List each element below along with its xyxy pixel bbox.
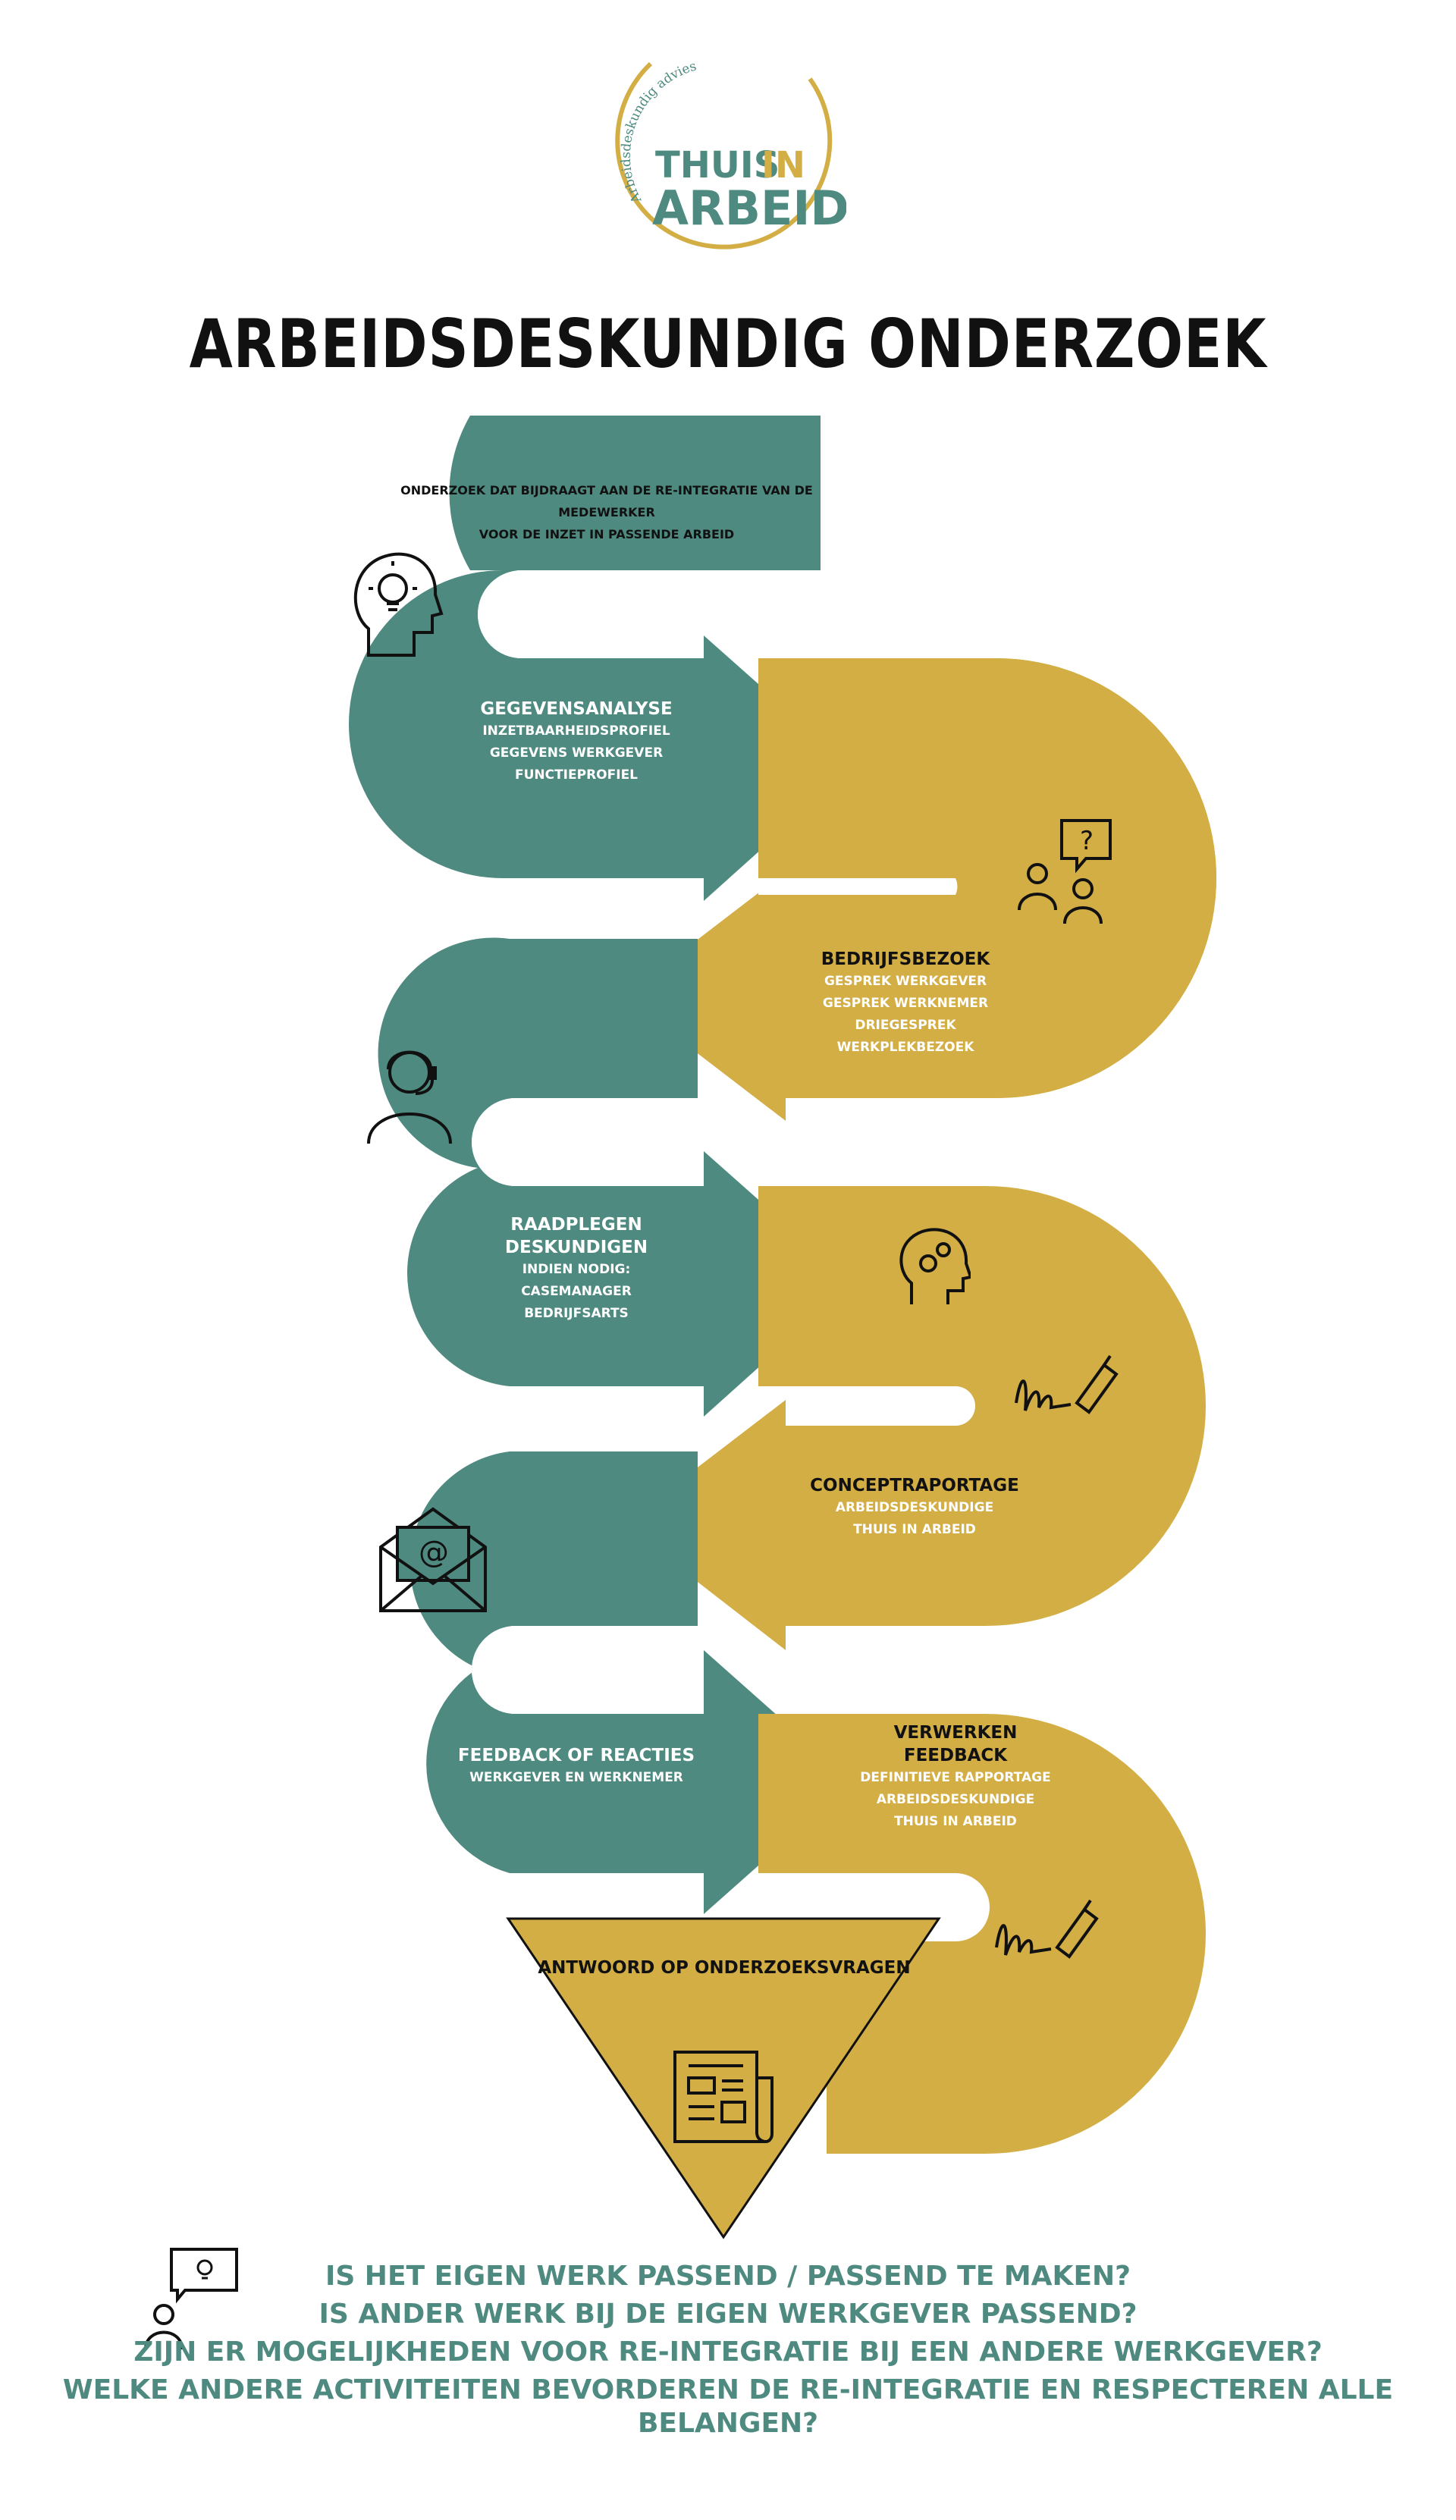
flow-band-4 — [623, 1186, 1206, 1650]
step-item: ARBEIDSDESKUNDIGE — [835, 1500, 994, 1515]
step-heading: ANTWOORD OP ONDERZOEKSVRAGEN — [538, 1958, 911, 1978]
person-idea-icon — [144, 2248, 238, 2350]
step-heading: FEEDBACK OF REACTIES — [457, 1746, 695, 1765]
logo-word-arbeid: ARBEID — [652, 180, 846, 236]
step-heading: RAADPLEGEN DESKUNDIGEN — [504, 1215, 648, 1257]
step-raadplegen: RAADPLEGEN DESKUNDIGEN INDIEN NODIG: CAS… — [455, 1213, 698, 1325]
question-4: WELKE ANDERE ACTIVITEITEN BEVORDEREN DE … — [62, 2374, 1394, 2439]
question-2: IS ANDER WERK BIJ DE EIGEN WERKGEVER PAS… — [318, 2299, 1138, 2330]
svg-text:@: @ — [419, 1535, 449, 1570]
step-heading: GEGEVENSANALYSE — [480, 699, 673, 719]
step-item: GESPREK WERKNEMER — [822, 996, 989, 1011]
step-item: DEFINITIEVE RAPPORTAGE — [860, 1770, 1051, 1785]
step-item: THUIS IN ARBEID — [894, 1814, 1017, 1829]
step-item: WERKGEVER EN WERKNEMER — [469, 1770, 683, 1785]
step-heading: BEDRIJFSBEZOEK — [821, 949, 990, 969]
page-title: ARBEIDSDESKUNDIG ONDERZOEK — [189, 305, 1267, 383]
newspaper-icon — [673, 2051, 774, 2143]
step-gegevensanalyse: GEGEVENSANALYSE INZETBAARHEIDSPROFIEL GE… — [455, 698, 698, 786]
intro-line-2: VOOR DE INZET IN PASSENDE ARBEID — [479, 527, 735, 541]
flow-band-5 — [410, 1451, 852, 1914]
final-triangle — [506, 1917, 941, 2239]
step-item: INZETBAARHEIDSPROFIEL — [482, 723, 670, 739]
step-item: DRIEGESPREK — [855, 1018, 956, 1033]
step-item: INDIEN NODIG: — [522, 1262, 631, 1277]
logo: Arbeidsdeskundig advies THUIS IN ARBEID — [605, 49, 849, 288]
step-feedback: FEEDBACK OF REACTIES WERKGEVER EN WERKNE… — [447, 1744, 705, 1789]
step-item: ARBEIDSDESKUNDIGE — [876, 1792, 1035, 1807]
step-item: FUNCTIEPROFIEL — [514, 767, 639, 783]
gear-head-icon — [899, 1228, 971, 1304]
logo-word-thuis: THUIS — [655, 144, 780, 187]
conversation-question-icon: ? — [1018, 819, 1112, 924]
logo-word-in: IN — [761, 144, 805, 187]
logo-mark: Arbeidsdeskundig advies THUIS IN ARBEID — [605, 49, 849, 288]
email-icon: @ — [379, 1507, 487, 1612]
step-verwerken: VERWERKEN FEEDBACK DEFINITIEVE RAPPORTAG… — [842, 1721, 1069, 1833]
question-1: IS HET EIGEN WERK PASSEND / PASSEND TE M… — [325, 2261, 1131, 2292]
step-item: WERKPLEKBEZOEK — [836, 1040, 974, 1055]
intro-text: ONDERZOEK DAT BIJDRAAGT AAN DE RE-INTEGR… — [364, 479, 849, 545]
step-heading: CONCEPTRAPORTAGE — [810, 1476, 1019, 1495]
step-heading: VERWERKEN FEEDBACK — [893, 1723, 1018, 1765]
step-item: BEDRIJFSARTS — [524, 1306, 629, 1321]
headset-person-icon — [367, 1050, 452, 1144]
step-item: CASEMANAGER — [521, 1284, 632, 1299]
step-antwoord: ANTWOORD OP ONDERZOEKSVRAGEN — [523, 1957, 925, 1979]
step-item: THUIS IN ARBEID — [853, 1522, 976, 1537]
step-bedrijfsbezoek: BEDRIJFSBEZOEK GESPREK WERKGEVER GESPREK… — [792, 948, 1019, 1059]
step-concept: CONCEPTRAPORTAGE ARBEIDSDESKUNDIGE THUIS… — [801, 1474, 1028, 1541]
svg-text:?: ? — [1080, 826, 1094, 856]
signature-pen-icon — [1015, 1354, 1119, 1414]
step-item: GESPREK WERKGEVER — [824, 974, 987, 989]
flow-band-6 — [758, 1714, 1206, 2154]
intro-line-1: ONDERZOEK DAT BIJDRAAGT AAN DE RE-INTEGR… — [400, 483, 813, 519]
question-3: ZIJN ER MOGELIJKHEDEN VOOR RE-INTEGRATIE… — [133, 2336, 1323, 2368]
signature-pen-icon-2 — [995, 1899, 1099, 1959]
lightbulb-head-icon — [353, 552, 444, 657]
step-item: GEGEVENS WERKGEVER — [489, 745, 664, 761]
flow-band-3 — [378, 937, 852, 1417]
